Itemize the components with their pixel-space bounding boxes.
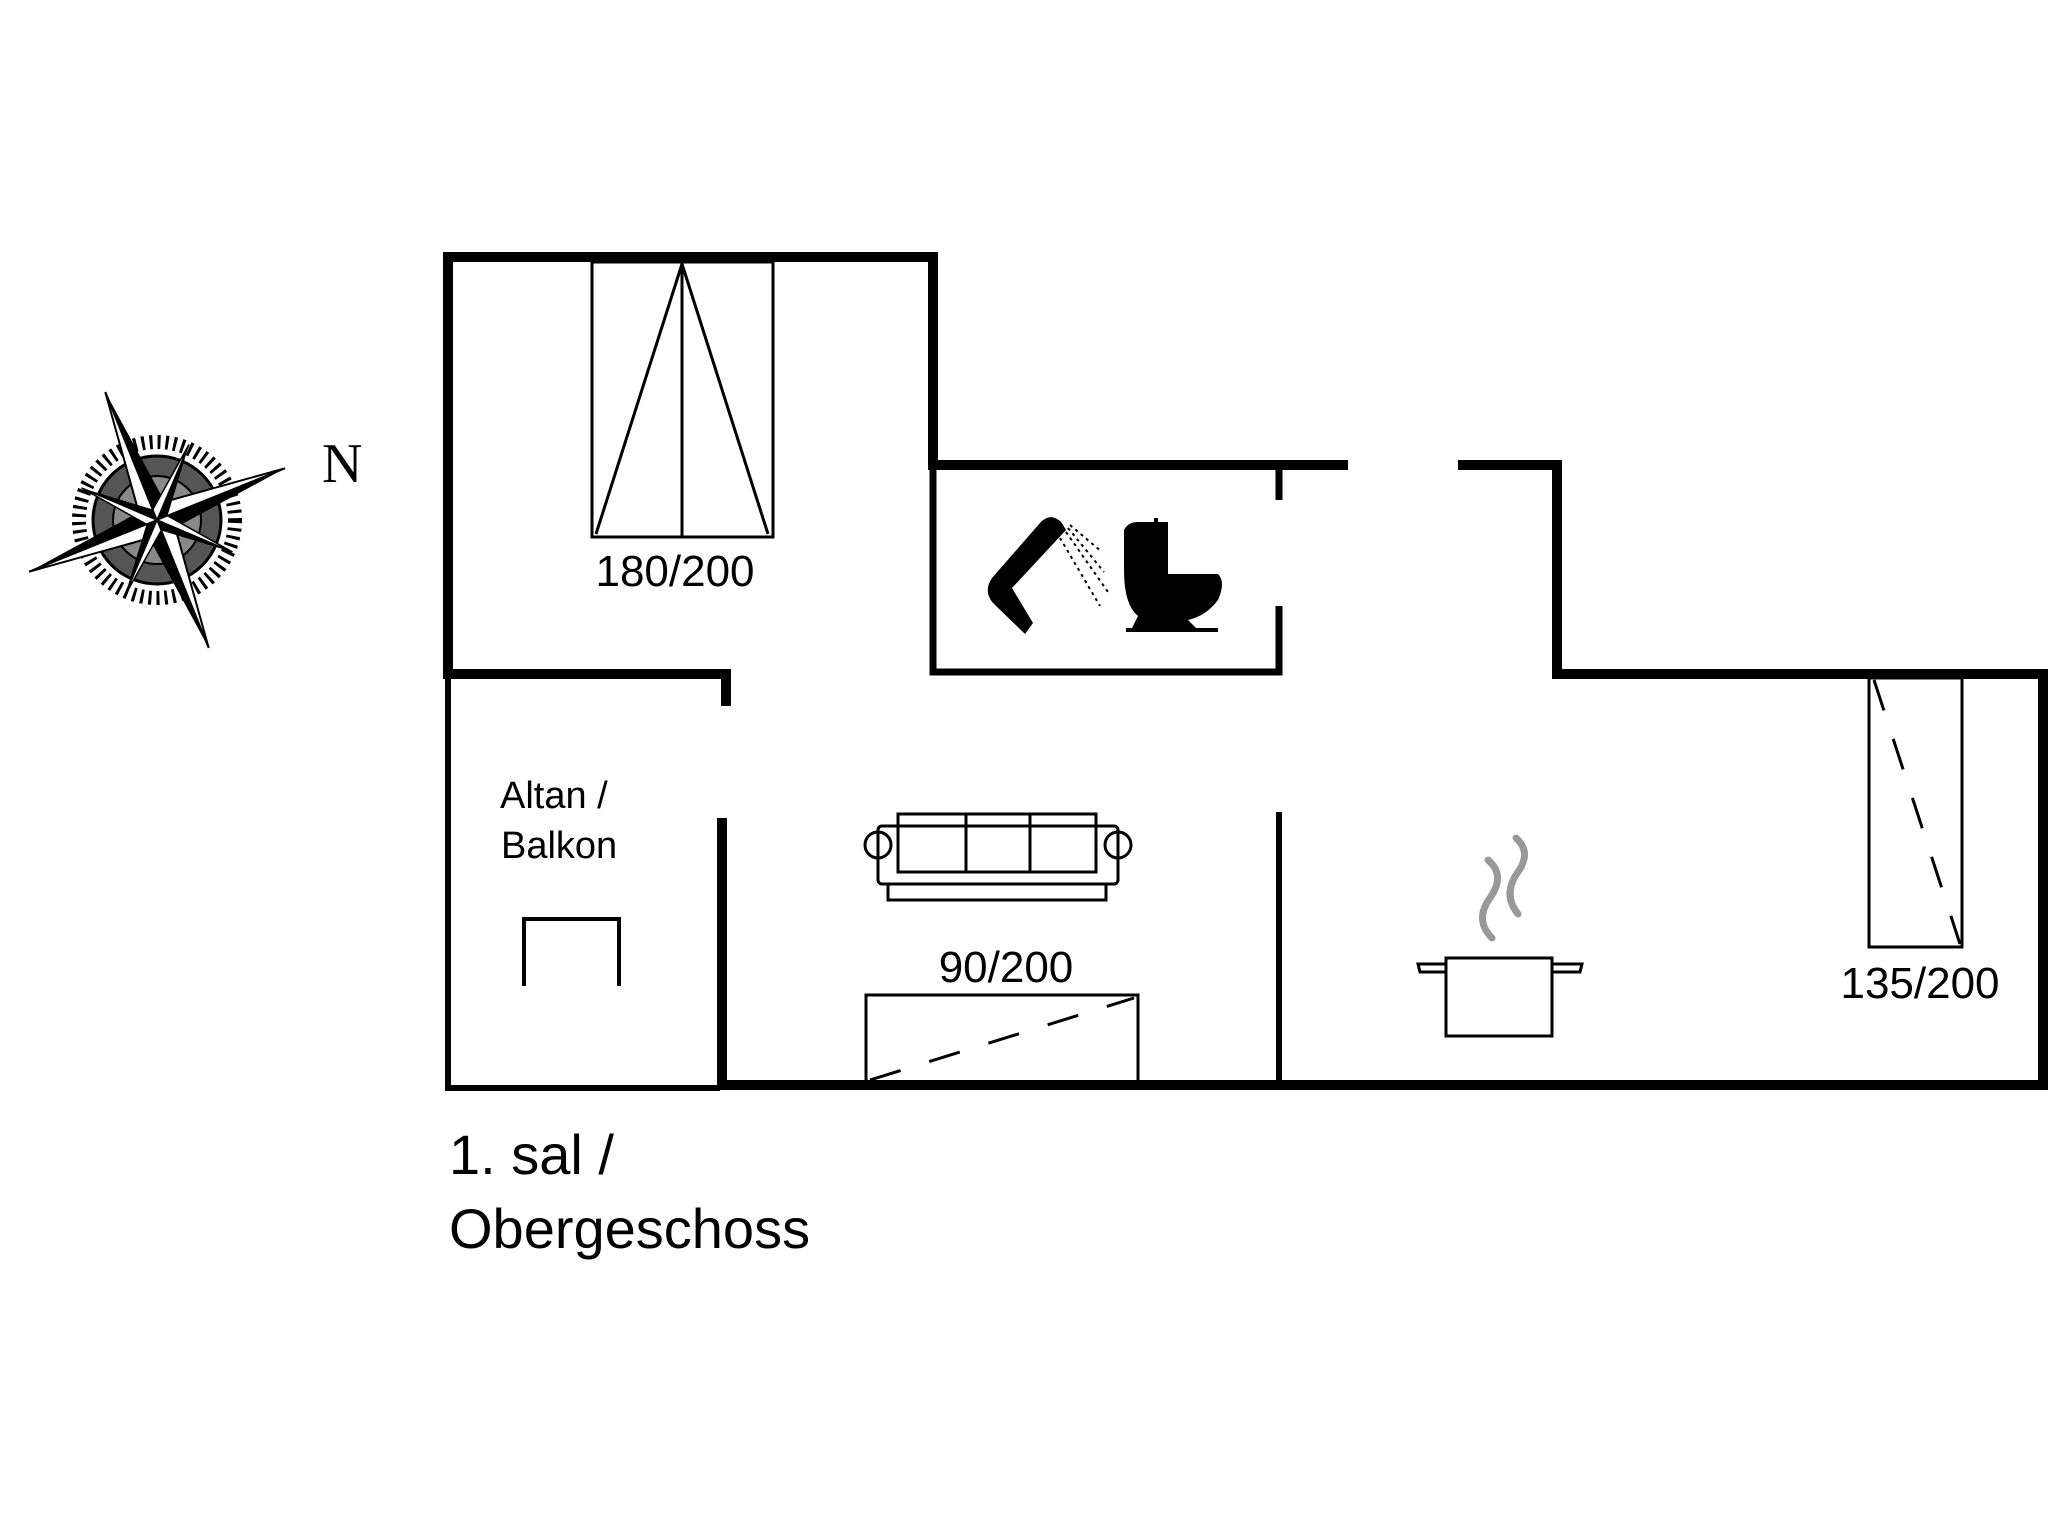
bed-label-90: 90/200 <box>939 943 1074 992</box>
shower-icon <box>987 517 1109 634</box>
bed-label-180: 180/200 <box>595 547 754 596</box>
balcony-table <box>522 917 621 986</box>
floor-label-line2: Obergeschoss <box>449 1197 810 1260</box>
sofa-icon <box>863 812 1133 902</box>
bed-label-135: 135/200 <box>1840 959 1999 1008</box>
compass-icon <box>28 391 286 649</box>
north-label: N <box>322 433 362 495</box>
toilet-icon <box>1124 518 1222 632</box>
cooking-pot-icon <box>1416 834 1584 1038</box>
floor-label-line1: 1. sal / <box>449 1123 614 1186</box>
balcony-label-line1: Altan / <box>500 775 608 817</box>
walls <box>443 252 2048 1091</box>
queen-bed <box>1867 676 1964 949</box>
double-bed <box>590 259 775 539</box>
balcony-label-line2: Balkon <box>501 825 617 867</box>
single-bed <box>864 993 1140 1082</box>
